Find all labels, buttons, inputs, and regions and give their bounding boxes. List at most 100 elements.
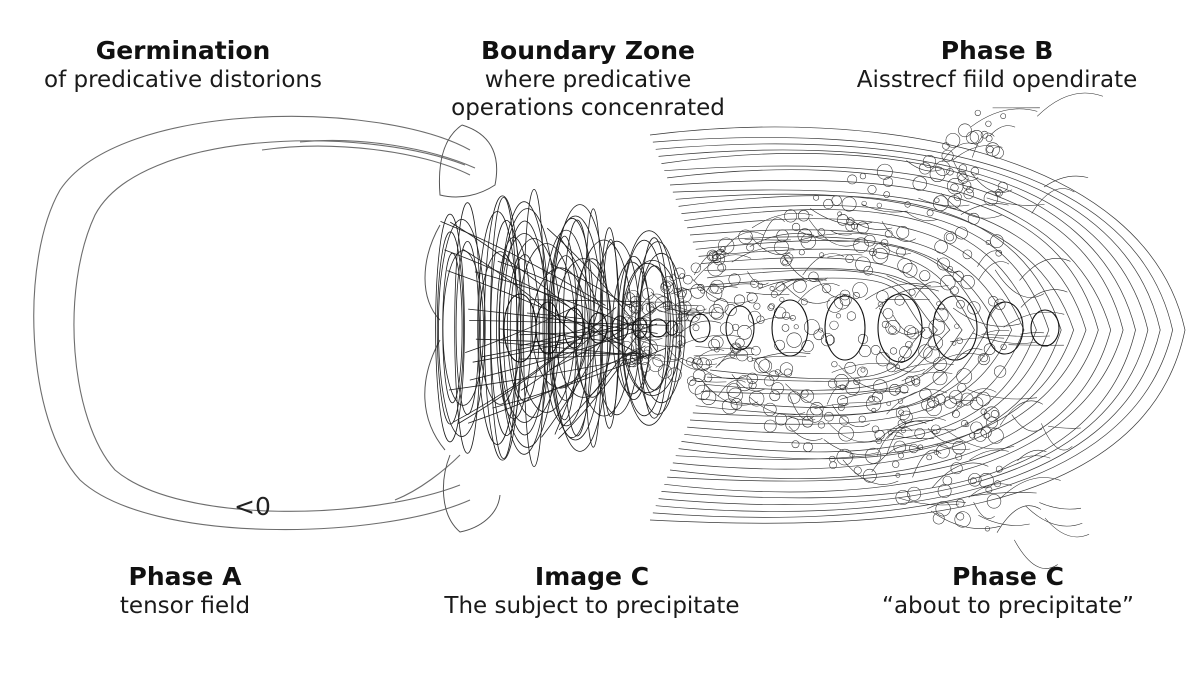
network-cell (763, 419, 777, 433)
boundary-lobe (424, 339, 446, 451)
network-cell (958, 164, 967, 173)
boundary-zone-subtitle: where predicative operations concenrated (451, 67, 725, 121)
phase-a-label: Phase A tensor field (120, 562, 250, 620)
network-cell (873, 242, 890, 260)
network-strand (643, 335, 684, 339)
network-cell (673, 287, 681, 296)
network-strand (892, 314, 922, 335)
network-strand (693, 250, 730, 276)
network-cell (895, 405, 911, 420)
network-cell (969, 477, 977, 485)
pinch-strand (541, 329, 609, 438)
network-cell (858, 415, 866, 423)
network-cell (746, 243, 755, 252)
network-cell (775, 282, 785, 292)
network-strand (1003, 311, 1065, 328)
network-strand (978, 261, 1010, 281)
network-cell (711, 307, 724, 321)
network-strand (755, 360, 784, 377)
pinch-strand (558, 236, 606, 320)
network-cell (893, 440, 907, 454)
network-cell (956, 299, 965, 309)
pinch-ellipse (551, 235, 578, 421)
network-cell (679, 273, 685, 279)
image-c-title: Image C (534, 562, 650, 591)
network-cell (958, 123, 972, 138)
network-cell (797, 228, 813, 243)
network-cell (641, 287, 655, 300)
network-cell (692, 369, 706, 382)
network-cell (942, 142, 950, 150)
network-cell (733, 294, 746, 306)
network-cell (791, 440, 800, 449)
network-strand (944, 428, 1015, 450)
network-cell (894, 295, 905, 306)
network-strand (996, 505, 1042, 533)
network-strand (831, 363, 895, 373)
network-cell (954, 323, 960, 329)
contour-line (704, 267, 951, 391)
network-cell (835, 313, 841, 319)
network-strand (827, 421, 879, 443)
network-cell (822, 283, 832, 294)
network-strand (751, 355, 807, 360)
network-cell (956, 512, 965, 521)
network-cell (904, 325, 917, 338)
network-strand (926, 501, 966, 510)
network-cell (780, 254, 792, 267)
network-cell (705, 359, 712, 366)
network-cell (955, 226, 968, 240)
network-strand (838, 364, 902, 391)
pinch-ellipse (437, 218, 486, 437)
network-cell (673, 323, 684, 334)
network-cell (662, 284, 668, 290)
network-strand (999, 400, 1044, 426)
pinch-strand (462, 249, 583, 341)
network-strand (1037, 92, 1103, 117)
network-cell (988, 296, 999, 307)
network-cell (768, 303, 775, 310)
network-cell (696, 305, 705, 314)
network-strand (1048, 425, 1081, 429)
contour-line (652, 137, 1173, 518)
network-cell (724, 304, 737, 316)
network-cell (976, 391, 991, 407)
network-cell (751, 345, 761, 356)
network-strand (746, 291, 790, 296)
network-cell (987, 427, 1004, 444)
network-strand (731, 374, 766, 392)
network-strand (698, 349, 725, 358)
network-cell (652, 354, 666, 367)
pinch-ellipse (547, 215, 604, 441)
network-strand (918, 197, 970, 207)
network-cell (708, 338, 720, 351)
network-cell (661, 281, 671, 292)
network-cell (923, 346, 940, 363)
network-cell (775, 413, 788, 426)
contour-line (701, 257, 963, 395)
network-strand (695, 346, 752, 349)
network-cell (853, 378, 861, 386)
network-cell (974, 109, 981, 116)
pinch-ellipse (523, 188, 546, 468)
network-strand (881, 221, 916, 242)
network-cell (748, 381, 757, 390)
network-cell (641, 349, 652, 360)
network-cell (899, 384, 909, 394)
axis-bubble (611, 315, 629, 341)
network-strand (635, 338, 685, 347)
network-strand (830, 230, 852, 236)
network-cell (770, 290, 778, 298)
network-cell (937, 257, 950, 271)
network-cell (905, 375, 915, 386)
network-cell (911, 375, 921, 385)
network-cell (871, 425, 880, 433)
network-strand (827, 254, 863, 258)
network-strand (886, 275, 949, 288)
contour-line (707, 269, 938, 382)
network-cell (738, 229, 753, 244)
network-cell (956, 400, 963, 407)
network-strand (680, 357, 717, 366)
network-cell (950, 462, 963, 475)
network-cell (688, 378, 705, 395)
